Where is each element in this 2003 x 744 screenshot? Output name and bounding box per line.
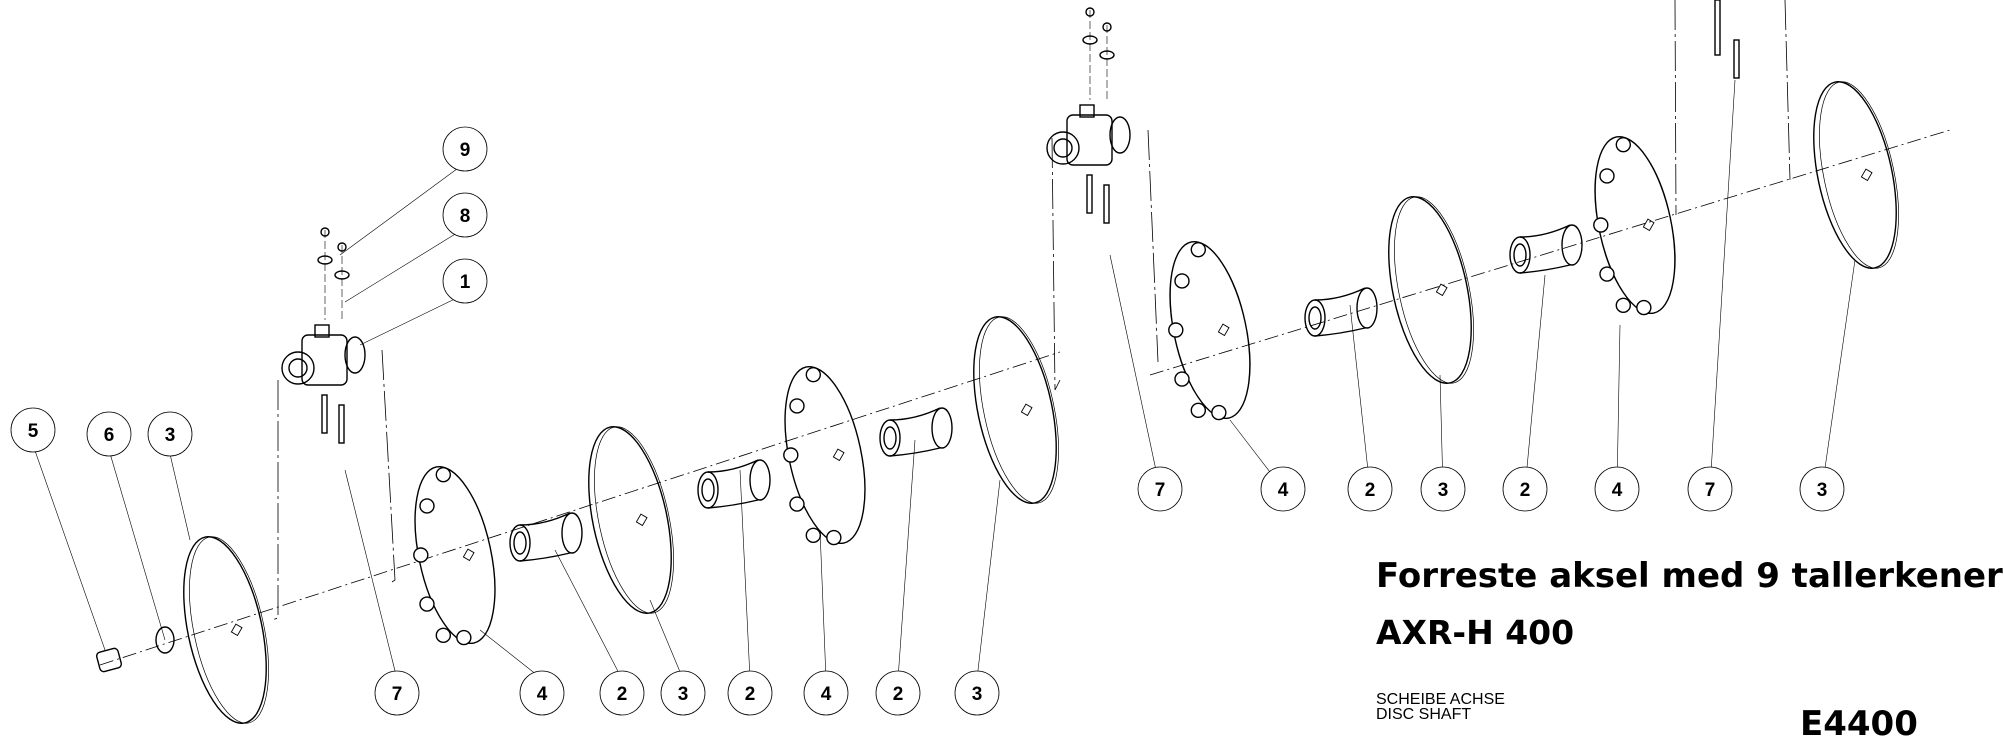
callout-number: 4: [1278, 480, 1289, 501]
callout-number: 1: [460, 272, 471, 293]
disc-notched-1: [413, 465, 496, 646]
disc-plain-5: [1813, 81, 1899, 269]
callout-number: 3: [678, 684, 689, 705]
leader-line-4: [108, 449, 166, 641]
leader-line-14: [1109, 254, 1161, 490]
bracket-frame-right: [1674, 0, 1677, 216]
callout-3: 3: [1799, 466, 1845, 512]
leader-line-0: [339, 162, 466, 256]
callout-number: 5: [28, 421, 39, 442]
bolt-top-right-1: [1714, 0, 1721, 56]
disc-plain-3: [973, 316, 1059, 504]
callout-2: 2: [599, 670, 645, 716]
callout-3: 3: [660, 670, 706, 716]
callout-1: 1: [442, 258, 488, 304]
end-bushing: [95, 647, 123, 673]
callout-7: 7: [1137, 466, 1183, 512]
leader-line-10: [739, 469, 751, 680]
callout-3: 3: [147, 411, 193, 457]
callout-2: 2: [727, 670, 773, 716]
callout-number: 2: [893, 684, 904, 705]
disc-notched-4: [1593, 135, 1676, 316]
callout-2: 2: [1347, 466, 1393, 512]
disc-plain-left: [183, 536, 269, 724]
callout-number: 3: [1438, 480, 1449, 501]
bracket-frame-right-2: [1784, 0, 1791, 181]
callout-number: 3: [1817, 480, 1828, 501]
callout-number: 3: [972, 684, 983, 705]
callout-6: 6: [86, 411, 132, 457]
leader-line-3: [32, 444, 106, 651]
callout-7: 7: [1687, 466, 1733, 512]
callout-7: 7: [374, 670, 420, 716]
leader-line-18: [1524, 274, 1546, 490]
part-number: E4400: [1800, 704, 1918, 744]
disc-plain-2: [588, 426, 674, 614]
disc-plain-4: [1388, 196, 1474, 384]
bracket-frame-mid: [1051, 137, 1061, 391]
callout-number: 2: [1365, 480, 1376, 501]
spacer-spool-3: [879, 407, 953, 457]
leader-line-1: [344, 227, 466, 303]
leader-line-16: [1349, 304, 1371, 490]
leader-line-6: [344, 469, 398, 680]
subtitle-german: SCHEIBE ACHSE: [1376, 691, 1505, 708]
drawing-title: Forreste aksel med 9 tallerkener: [1376, 556, 2003, 596]
model-name: AXR-H 400: [1376, 613, 1575, 652]
leader-line-21: [1821, 259, 1856, 490]
callout-number: 7: [1705, 480, 1716, 501]
leader-line-13: [976, 479, 1001, 680]
callout-number: 2: [745, 684, 756, 705]
leader-line-9: [649, 599, 684, 680]
callout-3: 3: [954, 670, 1000, 716]
bracket-frame-mid-2: [1147, 129, 1159, 363]
bearing-housing-left: [281, 227, 366, 444]
leader-line-12: [897, 439, 916, 680]
callout-2: 2: [875, 670, 921, 716]
callout-2: 2: [1502, 466, 1548, 512]
callout-number: 4: [1612, 480, 1623, 501]
spacer-spool-4: [1304, 287, 1378, 337]
callout-number: 4: [821, 684, 832, 705]
leader-line-7: [479, 629, 543, 680]
callout-number: 4: [537, 684, 548, 705]
callout-number: 7: [392, 684, 403, 705]
spacer-spool-2: [697, 459, 771, 509]
subtitle-english: DISC SHAFT: [1376, 706, 1472, 723]
axis-line-right: [1149, 129, 1951, 376]
callout-5: 5: [10, 407, 56, 453]
callout-9: 9: [442, 126, 488, 172]
callout-number: 2: [617, 684, 628, 705]
callout-number: 6: [104, 425, 115, 446]
bolt-top-right-2: [1733, 39, 1740, 79]
callout-3: 3: [1420, 466, 1466, 512]
end-washer: [155, 626, 175, 654]
leader-line-2: [359, 293, 466, 346]
leader-line-5: [169, 453, 191, 541]
callout-4: 4: [519, 670, 565, 716]
callout-4: 4: [1260, 466, 1306, 512]
callout-number: 8: [460, 206, 471, 227]
callout-number: 9: [460, 140, 471, 161]
disc-notched-2: [783, 365, 866, 546]
disc-notched-3: [1168, 240, 1251, 421]
callout-number: 7: [1155, 480, 1166, 501]
bearing-housing-right: [1046, 7, 1131, 224]
axis-line-left: [99, 351, 1061, 666]
leader-line-8: [554, 549, 623, 680]
leader-line-19: [1616, 324, 1621, 490]
callout-number: 2: [1520, 480, 1531, 501]
callout-4: 4: [803, 670, 849, 716]
exploded-parts-diagram: 9 8 1 5 6 3 7 4 2 3 2 4 2 3 7 4 2 3 2 4 7 3: [10, 0, 1951, 724]
bracket-frame-left-2: [381, 349, 396, 583]
spacer-spool-5: [1509, 224, 1583, 274]
leader-line-11: [819, 529, 827, 680]
callout-number: 3: [165, 425, 176, 446]
bracket-frame-left: [271, 380, 279, 621]
callout-4: 4: [1594, 466, 1640, 512]
callout-8: 8: [442, 192, 488, 238]
spacer-spool-1: [509, 512, 583, 562]
leader-line-20: [1709, 79, 1736, 490]
